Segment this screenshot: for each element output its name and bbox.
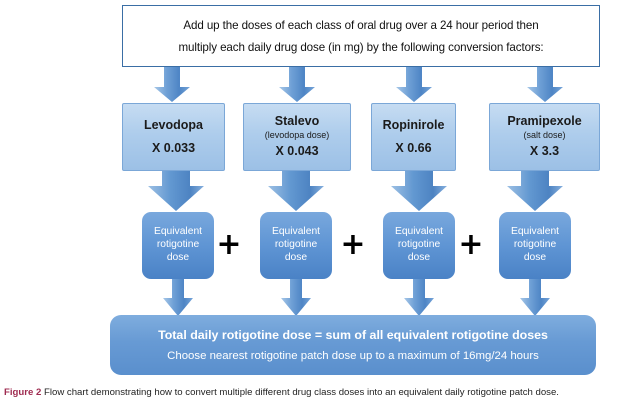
equivalent-dose-box-3: Equivalent rotigotine dose xyxy=(383,212,455,279)
equivalent-dose-line-1: Equivalent xyxy=(271,226,321,238)
equivalent-dose-line-2: rotigotine xyxy=(513,239,557,251)
arrow-stalevo-to-equivalent xyxy=(268,171,324,211)
drug-name-levodopa: Levodopa xyxy=(143,117,204,132)
drug-subtitle-pramipexole: (salt dose) xyxy=(523,130,566,141)
drug-box-stalevo: Stalevo (levodopa dose) X 0.043 xyxy=(243,103,351,171)
drug-subtitle-stalevo: (levodopa dose) xyxy=(264,130,330,141)
plus-icon-3: + xyxy=(458,227,484,262)
arrow-levodopa-to-equivalent xyxy=(148,171,204,211)
equivalent-dose-line-1: Equivalent xyxy=(153,226,203,238)
equivalent-dose-line-2: rotigotine xyxy=(397,239,441,251)
plus-icon-1: + xyxy=(216,227,242,262)
drug-name-pramipexole: Pramipexole xyxy=(507,114,582,129)
drug-box-pramipexole: Pramipexole (salt dose) X 3.3 xyxy=(489,103,600,171)
figure-caption: Figure 2 Flow chart demonstrating how to… xyxy=(4,386,636,400)
drug-factor-ropinirole: X 0.66 xyxy=(395,140,432,155)
arrow-equivalent-2-to-total xyxy=(281,279,311,316)
equivalent-dose-line-2: rotigotine xyxy=(156,239,200,251)
figure-caption-label: Figure 2 xyxy=(4,387,42,398)
arrow-equivalent-4-to-total xyxy=(520,279,550,316)
drug-factor-levodopa: X 0.033 xyxy=(151,140,196,155)
instruction-line-1: Add up the doses of each class of oral d… xyxy=(183,18,539,32)
equivalent-dose-box-4: Equivalent rotigotine dose xyxy=(499,212,571,279)
plus-icon-2: + xyxy=(340,227,366,262)
instruction-box: Add up the doses of each class of oral d… xyxy=(122,5,600,67)
arrow-top-to-levodopa xyxy=(154,67,190,102)
equivalent-dose-box-1: Equivalent rotigotine dose xyxy=(142,212,214,279)
instruction-line-2: multiply each daily drug dose (in mg) by… xyxy=(178,40,544,54)
drug-box-levodopa: Levodopa X 0.033 xyxy=(122,103,225,171)
drug-box-ropinirole: Ropinirole X 0.66 xyxy=(371,103,456,171)
equivalent-dose-line-3: dose xyxy=(166,251,190,263)
drug-name-ropinirole: Ropinirole xyxy=(382,117,445,132)
equivalent-dose-line-3: dose xyxy=(523,251,547,263)
total-dose-line-1: Total daily rotigotine dose = sum of all… xyxy=(158,328,548,342)
arrow-top-to-pramipexole xyxy=(527,67,563,102)
total-dose-line-2: Choose nearest rotigotine patch dose up … xyxy=(167,350,539,362)
drug-factor-pramipexole: X 3.3 xyxy=(529,143,560,158)
flow-chart: Add up the doses of each class of oral d… xyxy=(110,5,600,375)
equivalent-dose-line-3: dose xyxy=(284,251,308,263)
equivalent-dose-line-2: rotigotine xyxy=(274,239,318,251)
equivalent-dose-box-2: Equivalent rotigotine dose xyxy=(260,212,332,279)
arrow-ropinirole-to-equivalent xyxy=(391,171,447,211)
equivalent-dose-line-1: Equivalent xyxy=(394,226,444,238)
total-dose-box: Total daily rotigotine dose = sum of all… xyxy=(110,315,596,375)
figure-caption-text: Flow chart demonstrating how to convert … xyxy=(44,387,559,398)
drug-factor-stalevo: X 0.043 xyxy=(275,143,319,158)
arrow-top-to-stalevo xyxy=(279,67,315,102)
arrow-equivalent-1-to-total xyxy=(163,279,193,316)
arrow-equivalent-3-to-total xyxy=(404,279,434,316)
equivalent-dose-line-3: dose xyxy=(407,251,431,263)
equivalent-dose-line-1: Equivalent xyxy=(510,226,560,238)
arrow-top-to-ropinirole xyxy=(396,67,432,102)
drug-name-stalevo: Stalevo xyxy=(274,114,320,129)
arrow-pramipexole-to-equivalent xyxy=(507,171,563,211)
